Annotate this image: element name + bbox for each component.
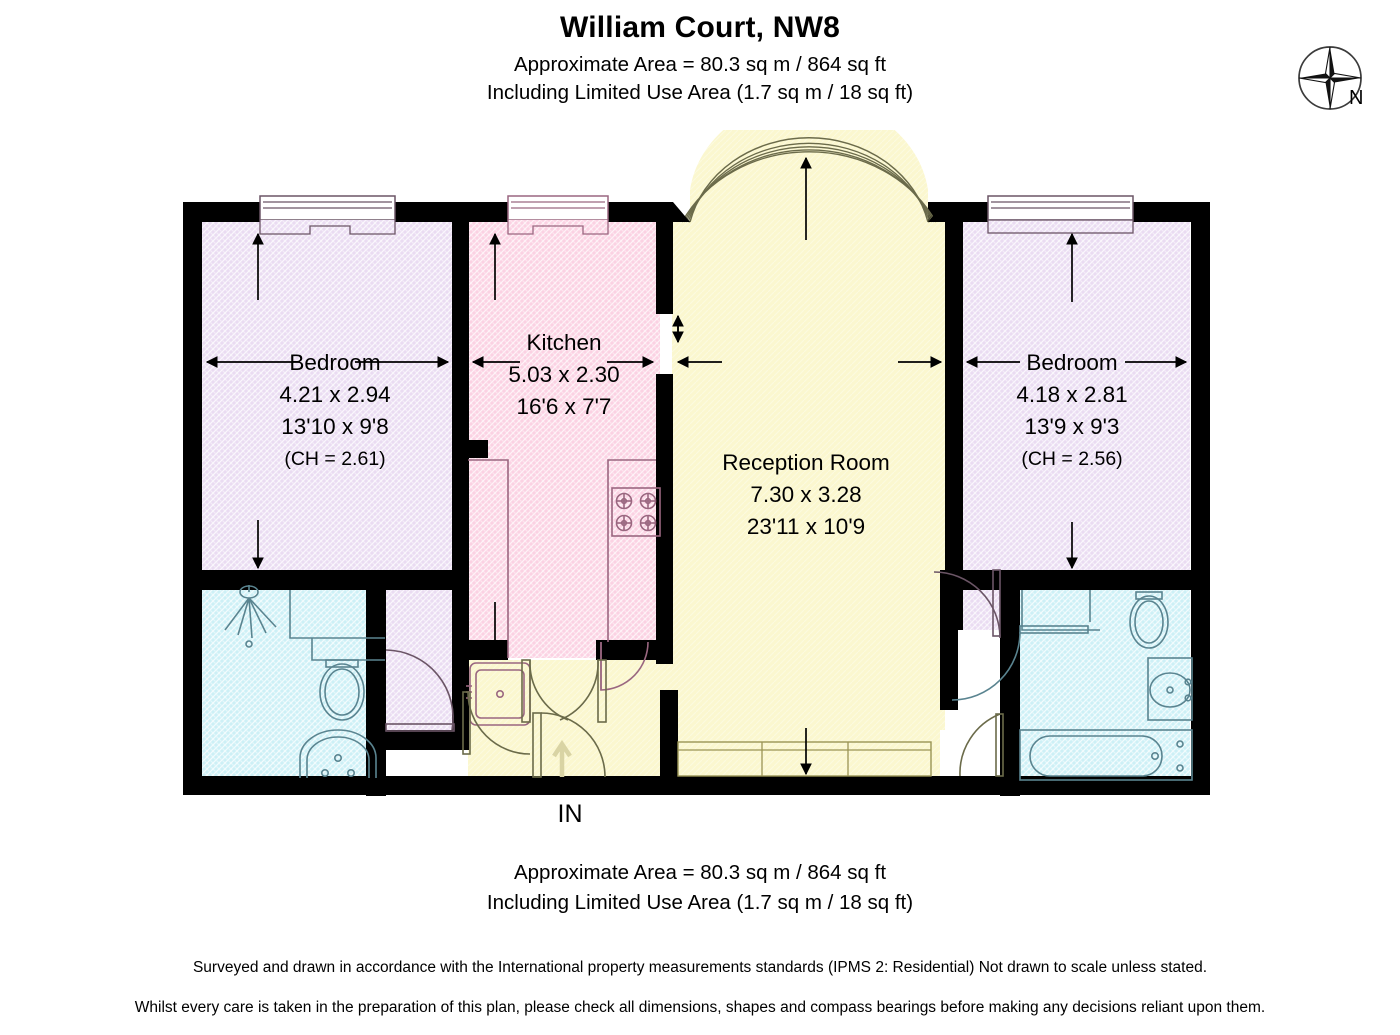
toilet-icon-left <box>289 590 385 721</box>
page-title: William Court, NW8 <box>559 11 840 44</box>
bedroom-left-imperial: 13'10 x 9'8 <box>281 414 388 439</box>
room-label-reception-room: Reception Room 7.30 x 3.28 23'11 x 10'9 <box>722 450 890 539</box>
door-bathroom-right[interactable] <box>951 625 1089 701</box>
window-kitchen <box>507 195 609 235</box>
window-bedroom-left <box>259 195 396 235</box>
door-kitchen[interactable] <box>600 641 649 691</box>
basin-icon-left <box>299 729 377 778</box>
disclaimer-line-2: Whilst every care is taken in the prepar… <box>134 998 1266 1016</box>
bathtub-icon <box>1019 729 1193 781</box>
footer-limited-use-area: Including Limited Use Area (1.7 sq m / 1… <box>486 891 914 914</box>
floor-plan-drawing: IN <box>183 130 1210 828</box>
kitchen-metric: 5.03 x 2.30 <box>508 362 619 387</box>
room-label-kitchen: Kitchen 5.03 x 2.30 16'6 x 7'7 <box>508 330 619 419</box>
bedroom-left-ceiling: (CH = 2.61) <box>284 448 385 470</box>
bedroom-right-name: Bedroom <box>1026 350 1117 375</box>
door-hall-right[interactable] <box>959 713 1004 777</box>
door-bedroom-right[interactable] <box>933 569 1001 639</box>
door-bedroom-left[interactable] <box>462 691 531 755</box>
door-bathroom-left[interactable] <box>385 649 455 732</box>
room-bedroom-right <box>963 220 1190 630</box>
walls <box>183 202 1210 796</box>
room-bathroom-left <box>202 590 385 778</box>
footer: Approximate Area = 80.3 sq m / 864 sq ft… <box>0 858 1400 1035</box>
bedroom-right-metric: 4.18 x 2.81 <box>1016 382 1127 407</box>
basin-icon-right <box>1147 657 1193 721</box>
hob-icon <box>611 487 661 537</box>
toilet-icon-right <box>1021 590 1169 649</box>
header: William Court, NW8 Approximate Area = 80… <box>0 0 1400 107</box>
compass-north-label: N <box>1349 87 1364 109</box>
door-hall-double[interactable] <box>521 659 607 723</box>
bedroom-left-metric: 4.21 x 2.94 <box>279 382 390 407</box>
window-bedroom-right <box>987 195 1134 234</box>
header-area-metric: Approximate Area = 80.3 sq m / 864 sq ft <box>513 53 887 76</box>
kitchen-imperial: 16'6 x 7'7 <box>517 394 612 419</box>
dimension-arrows <box>205 156 1188 776</box>
reception-metric: 7.30 x 3.28 <box>750 482 861 507</box>
reception-name: Reception Room <box>722 450 890 475</box>
entrance-label: IN <box>558 800 583 828</box>
shower-icon <box>224 585 277 648</box>
bedroom-left-name: Bedroom <box>289 350 380 375</box>
entrance-door[interactable] <box>532 712 606 778</box>
reception-imperial: 23'11 x 10'9 <box>747 514 865 539</box>
room-label-bedroom-right: Bedroom 4.18 x 2.81 13'9 x 9'3 (CH = 2.5… <box>1016 350 1127 470</box>
header-limited-use-area: Including Limited Use Area (1.7 sq m / 1… <box>486 81 914 104</box>
kitchen-units <box>468 459 656 658</box>
footer-area-metric: Approximate Area = 80.3 sq m / 864 sq ft <box>513 861 887 884</box>
room-label-bedroom-left: Bedroom 4.21 x 2.94 13'10 x 9'8 (CH = 2.… <box>279 350 390 470</box>
disclaimer-line-1: Surveyed and drawn in accordance with th… <box>192 959 1208 976</box>
room-reception-room <box>672 130 945 730</box>
bedroom-right-imperial: 13'9 x 9'3 <box>1025 414 1120 439</box>
compass-star-icon <box>1298 46 1362 110</box>
window-bay-reception <box>673 137 945 223</box>
room-kitchen <box>468 220 660 658</box>
kitchen-name: Kitchen <box>526 330 601 355</box>
bedroom-right-ceiling: (CH = 2.56) <box>1021 448 1122 470</box>
window-reception-south <box>677 741 932 777</box>
room-bathroom-right <box>1020 590 1190 780</box>
